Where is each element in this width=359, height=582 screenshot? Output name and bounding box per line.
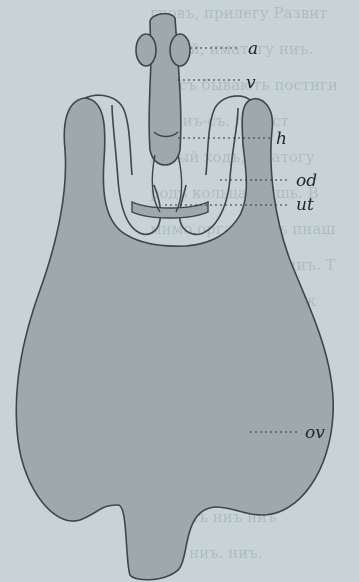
show-through-line: родъ кольца, лишь. В: [150, 184, 319, 202]
ut-junction: [132, 202, 208, 218]
label-od: od: [296, 171, 317, 191]
label-ov: ov: [305, 423, 325, 443]
show-through-line: гровъ, прилегу Развит: [150, 4, 327, 22]
label-ut: ut: [296, 195, 314, 215]
right-bulb: [170, 34, 190, 66]
label-h: h: [276, 129, 287, 149]
label-v: v: [246, 73, 256, 93]
label-a: a: [248, 39, 258, 59]
ov-lower-body: [16, 98, 333, 580]
left-bulb: [136, 34, 156, 66]
